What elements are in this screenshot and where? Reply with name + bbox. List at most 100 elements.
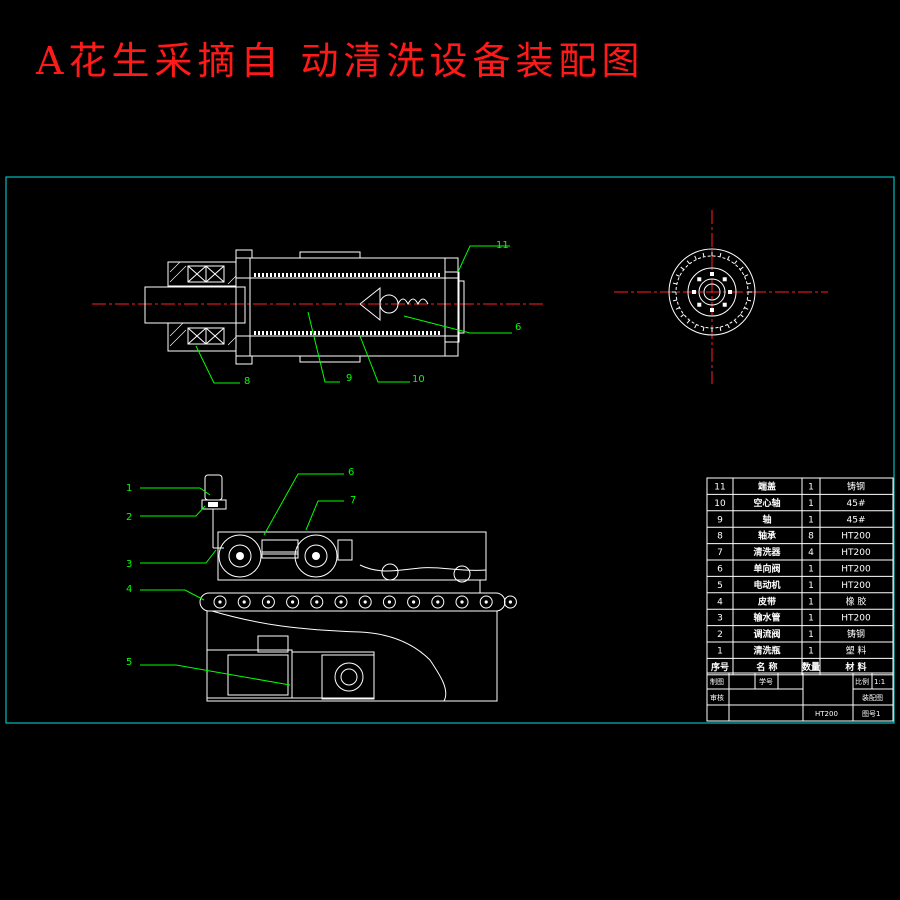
bom-name: 电动机 [753,579,780,591]
belt-pulley [407,595,421,609]
cleaning-roller-1 [218,534,262,578]
label-8: 8 [244,376,250,387]
bom-qty: 1 [808,630,814,640]
bom-no: 9 [717,515,723,525]
bom-row: 4 皮带 1 橡 胶 [717,595,866,607]
bom-qty: 4 [808,548,814,558]
label-2: 2 [126,512,132,523]
roller-frame [217,531,487,581]
belt-pulley [503,595,517,609]
label-9: 9 [346,373,352,384]
belt-pulley [237,595,251,609]
electric-motor [206,635,375,700]
belt-pulley [261,595,275,609]
bom-qty: 数量 [802,661,820,673]
belt-pulley [334,595,348,609]
bom-no: 8 [717,532,723,542]
bom-name: 轴 [762,513,771,525]
bom-material: 45# [847,515,866,525]
label-10: 10 [412,374,425,385]
belt-pulley [286,595,300,609]
drawing-title: A花生采摘自 动清洗设备装配图 [36,39,645,83]
bom-name: 输水管 [753,612,780,624]
bom-name: 调流阀 [753,628,780,640]
bom-material: 45# [847,499,866,509]
label-4: 4 [126,584,132,595]
bom-material: 铸钢 [847,628,865,640]
belt-pulley [431,595,445,609]
bom-qty: 1 [808,614,814,624]
label-6-top: 6 [515,322,521,333]
bom-name: 名 称 [756,661,777,673]
belt-pulley [310,595,324,609]
label-1: 1 [126,483,132,494]
bom-no: 11 [714,483,725,493]
check-valve [359,286,429,322]
bearing-upper [187,265,225,283]
shaft [144,286,246,324]
bom-qty: 1 [808,647,814,657]
tb-student-no: 学号 [759,677,773,686]
bom-name: 清洗瓶 [753,645,780,657]
bom-no: 4 [717,597,723,607]
bom-no: 2 [717,630,723,640]
bom-no: 序号 [711,661,729,673]
bom-no: 1 [717,647,723,657]
bom-no: 10 [714,499,726,509]
bom-material: HT200 [841,614,871,624]
bom-row: 1 清洗瓶 1 塑 料 [717,645,866,657]
bom-header-row: 序号名 称数量材 料 [711,661,867,673]
hollow-shaft-body [235,257,459,357]
bom-qty: 1 [808,581,814,591]
bom-row: 2 调流阀 1 铸钢 [717,628,865,640]
bom-qty: 1 [808,565,814,575]
housing-lower-left [167,322,237,352]
bom-qty: 1 [808,597,814,607]
belt-pulley [358,595,372,609]
bom-no: 3 [717,614,723,624]
bearing-lower [187,327,225,345]
bom-material: HT200 [841,581,871,591]
title-block: 制图 学号 审核 比例 1:1 装配图 HT200 图号1 [706,672,894,722]
cleaning-roller-2 [294,534,338,578]
bom-material: HT200 [841,532,871,542]
bom-no: 7 [717,548,723,558]
bom-name: 单向阀 [753,563,780,575]
cleaning-bottle [204,474,223,501]
bom-material: 橡 胶 [846,595,867,607]
housing-hatching [169,261,237,347]
tb-scale-value: 1:1 [874,678,885,686]
tb-drawn: 制图 [710,677,724,686]
end-cap [444,271,460,343]
end-view [614,210,828,384]
bom-row: 9 轴 1 45# [717,513,865,525]
bom-material: 塑 料 [846,645,867,657]
belt-pulleys [213,595,517,609]
label-5: 5 [126,657,132,668]
label-6-front: 6 [348,467,354,478]
bom-qty: 1 [808,515,814,525]
belt-pulley [479,595,493,609]
label-7: 7 [350,495,356,506]
bom-material: 铸钢 [847,481,865,493]
bom-name: 清洗器 [753,546,781,558]
front-view: 1 2 3 4 5 6 7 [126,467,517,702]
bom-no: 5 [717,581,723,591]
tb-checked: 审核 [710,693,724,702]
bom-qty: 1 [808,499,814,509]
tooth-band-lower [254,331,440,335]
tb-material: HT200 [815,710,838,718]
bom-qty: 8 [808,532,814,542]
tb-scale-label: 比例 [855,677,869,686]
bom-material: HT200 [841,565,871,575]
bom-name: 端盖 [758,481,776,493]
bom-name: 皮带 [757,595,776,607]
tb-drawing-name: 装配图 [862,693,883,702]
